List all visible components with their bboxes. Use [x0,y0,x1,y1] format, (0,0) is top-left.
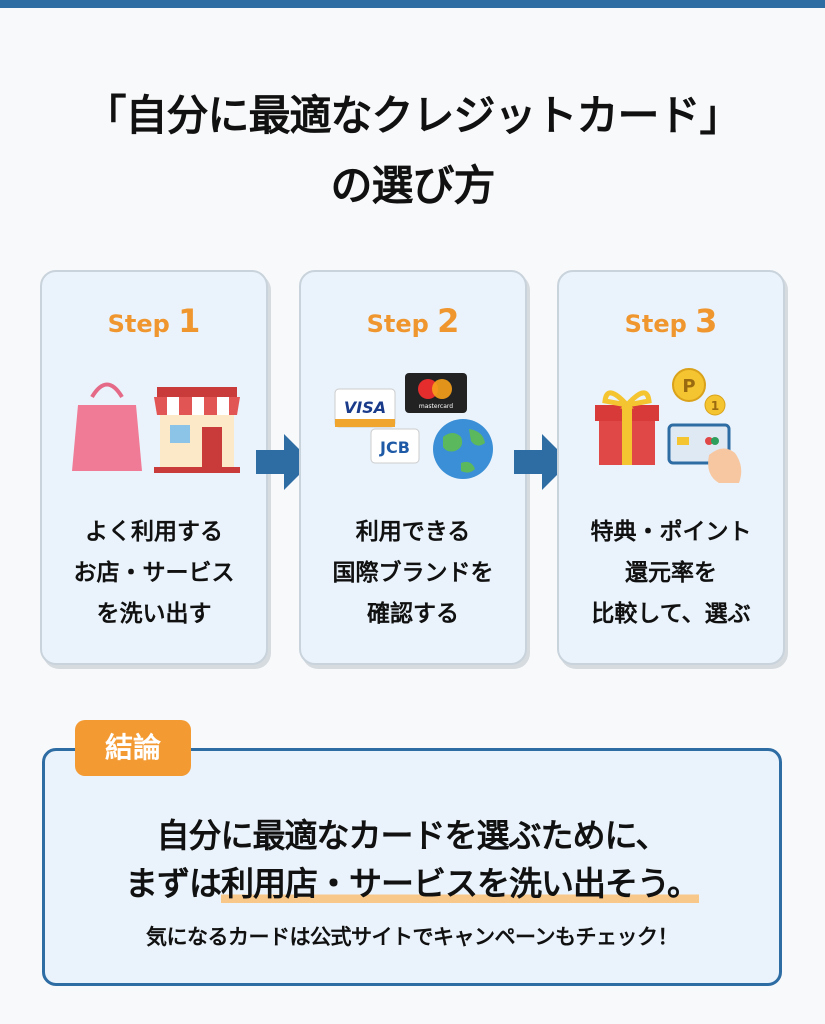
page-title-line2: の選び方 [330,161,495,210]
step-label: Step 1 [107,302,201,340]
step-description: 特典・ポイント還元率を比較して、選ぶ [590,519,752,627]
svg-text:1: 1 [711,399,719,413]
conclusion-sub: 気になるカードは公式サイトでキャンペーンもチェック！ [146,925,678,949]
step-card-2: Step 2 VISA mastercard JCB 利用できる国際 [299,270,527,665]
arrow-right-icon [256,434,312,490]
point-coin-icon: P 1 [672,368,726,416]
globe-icon [433,419,493,479]
svg-text:VISA: VISA [344,398,386,417]
top-bar [0,0,825,8]
step-card-3: Step 3 P 1 特典・ポイント還元率を比較して、選ぶ [557,270,785,665]
svg-text:P: P [682,376,695,397]
card-in-hand-icon [667,423,742,483]
step-card-1: Step 1 よく利用するお店・サービスを洗い出す [40,270,268,665]
store-icon [154,387,240,473]
svg-text:mastercard: mastercard [419,403,453,410]
step-label: Step 2 [366,302,460,340]
svg-text:JCB: JCB [379,438,410,457]
step-description: よく利用するお店・サービスを洗い出す [73,519,235,627]
arrow-right-icon [514,434,570,490]
conclusion-main-line2: まずは利用店・サービスを洗い出そう。 [124,864,700,903]
step-description: 利用できる国際ブランドを確認する [332,519,494,627]
gift-icon [595,390,659,465]
mastercard-logo-icon: mastercard [405,373,467,413]
conclusion-main-line1: 自分に最適なカードを選ぶために、 [156,816,668,855]
conclusion-tag: 結論 [75,720,191,776]
jcb-logo-icon: JCB [370,428,420,464]
shopping-bag-icon [72,382,142,471]
page-title: 「自分に最適なクレジットカード」 [84,91,741,140]
highlighted-text: 利用店・サービスを洗い出そう。 [220,864,700,903]
conclusion-box: 自分に最適なカードを選ぶために、 まずは利用店・サービスを洗い出そう。 気になる… [42,748,782,986]
step-label: Step 3 [624,302,718,340]
visa-logo-icon: VISA [334,388,396,428]
